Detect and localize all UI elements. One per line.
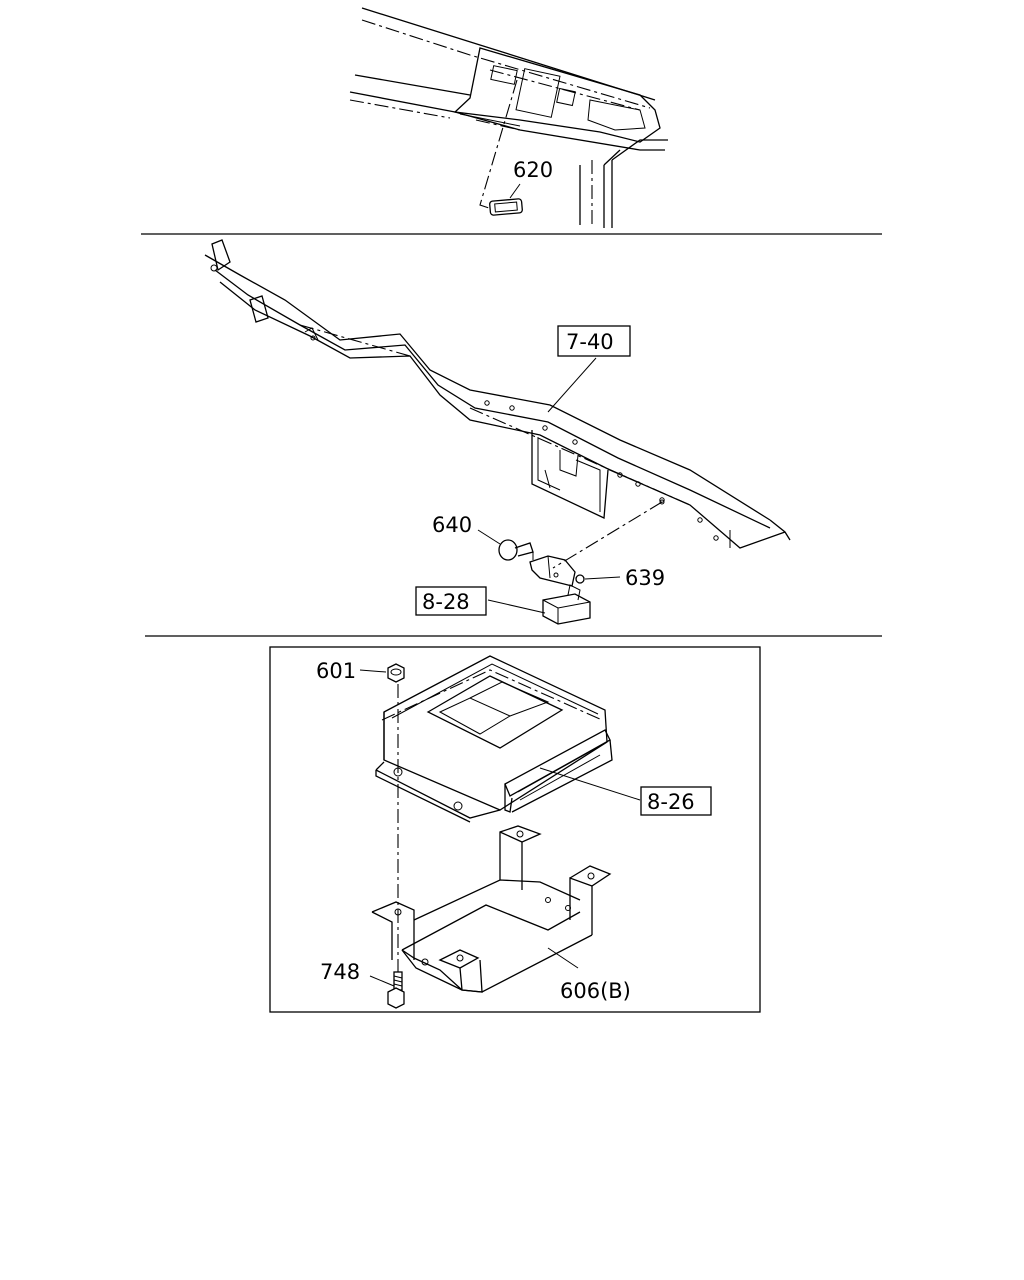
callout-7-40-box xyxy=(557,325,631,357)
cross-member-section: 7-40 640 639 8-28 xyxy=(204,239,791,625)
nut-601 xyxy=(359,663,405,683)
relay-8-28 xyxy=(542,584,591,625)
bracket-639 xyxy=(529,552,621,587)
bolt-748 xyxy=(369,971,405,1009)
callout-8-26: 8-26 xyxy=(647,790,695,814)
cab-overhead-section: 620 xyxy=(349,7,668,228)
callout-748: 748 xyxy=(320,960,360,984)
callout-7-40: 7-40 xyxy=(566,330,614,354)
callout-606b: 606(B) xyxy=(560,979,631,1003)
ecu-unit-8-26 xyxy=(375,655,613,823)
ecu-detail-frame xyxy=(269,646,761,1013)
callout-8-26-box xyxy=(640,786,712,816)
callout-601: 601 xyxy=(316,659,356,683)
callout-8-28: 8-28 xyxy=(422,590,470,614)
callout-8-28-box xyxy=(415,586,487,616)
mounting-bracket-606b xyxy=(371,825,612,993)
ecu-mounting-section: 8-26 601 xyxy=(269,646,761,1013)
bolt-640 xyxy=(477,529,534,561)
callout-620: 620 xyxy=(513,158,553,182)
callout-640: 640 xyxy=(432,513,472,537)
callout-639: 639 xyxy=(625,566,665,590)
